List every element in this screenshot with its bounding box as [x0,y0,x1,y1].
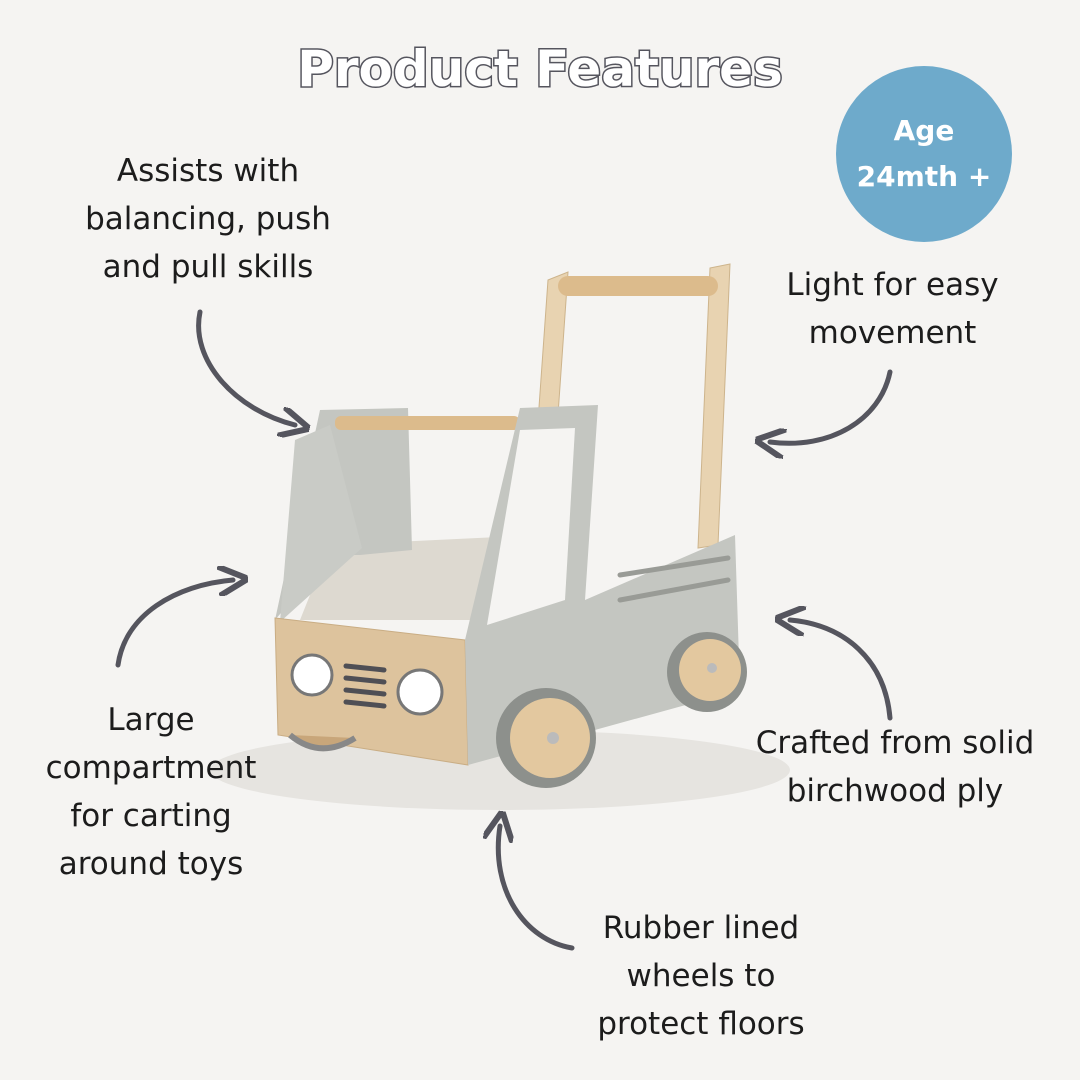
feature-balance-line: and pull skills [102,249,314,285]
wheel-left-hidden [288,732,357,752]
feature-balance-line: balancing, push [85,201,331,237]
feature-wheels: Rubber lined wheels to protect floors [576,904,826,1048]
age-badge-label: Age [893,114,955,147]
feature-crafted-line: Crafted from solid [755,725,1035,761]
page-title: Product Features [296,39,785,100]
feature-balance-line: Assists with [116,153,300,189]
feature-wheels-line: protect floors [597,1006,805,1042]
feature-crafted-line: birchwood ply [786,773,1004,809]
arrow-compartment [115,580,233,668]
feature-compartment-line: for carting [70,798,232,834]
headlight-right [396,668,444,716]
grille [343,663,387,709]
feature-wheels-line: Rubber lined [602,910,800,946]
feature-compartment-line: around toys [58,846,244,882]
feature-compartment-line: Large [107,702,195,738]
floor-shadow [210,730,790,810]
cab-window [487,428,575,625]
headlight-left [290,653,334,697]
age-badge: Age 24mth + [836,66,1012,242]
feature-light-line: movement [808,315,977,351]
cab-frame [275,408,520,622]
wheel-front [496,688,596,788]
feature-light: Light for easy movement [760,261,1025,357]
feature-crafted: Crafted from solid birchwood ply [730,719,1060,815]
feature-light-line: Light for easy [786,267,999,303]
feature-balance: Assists with balancing, push and pull sk… [58,147,358,291]
wheel-rear [667,632,747,712]
side-vents [617,555,731,603]
age-badge-value: 24mth + [856,160,992,193]
arrow-light [770,369,893,443]
arrow-wheels [498,826,575,951]
arrow-crafted [790,620,893,721]
arrow-balance [196,309,295,425]
feature-compartment: Large compartment for carting around toy… [20,696,282,888]
feature-compartment-line: compartment [45,750,257,786]
feature-wheels-line: wheels to [626,958,776,994]
